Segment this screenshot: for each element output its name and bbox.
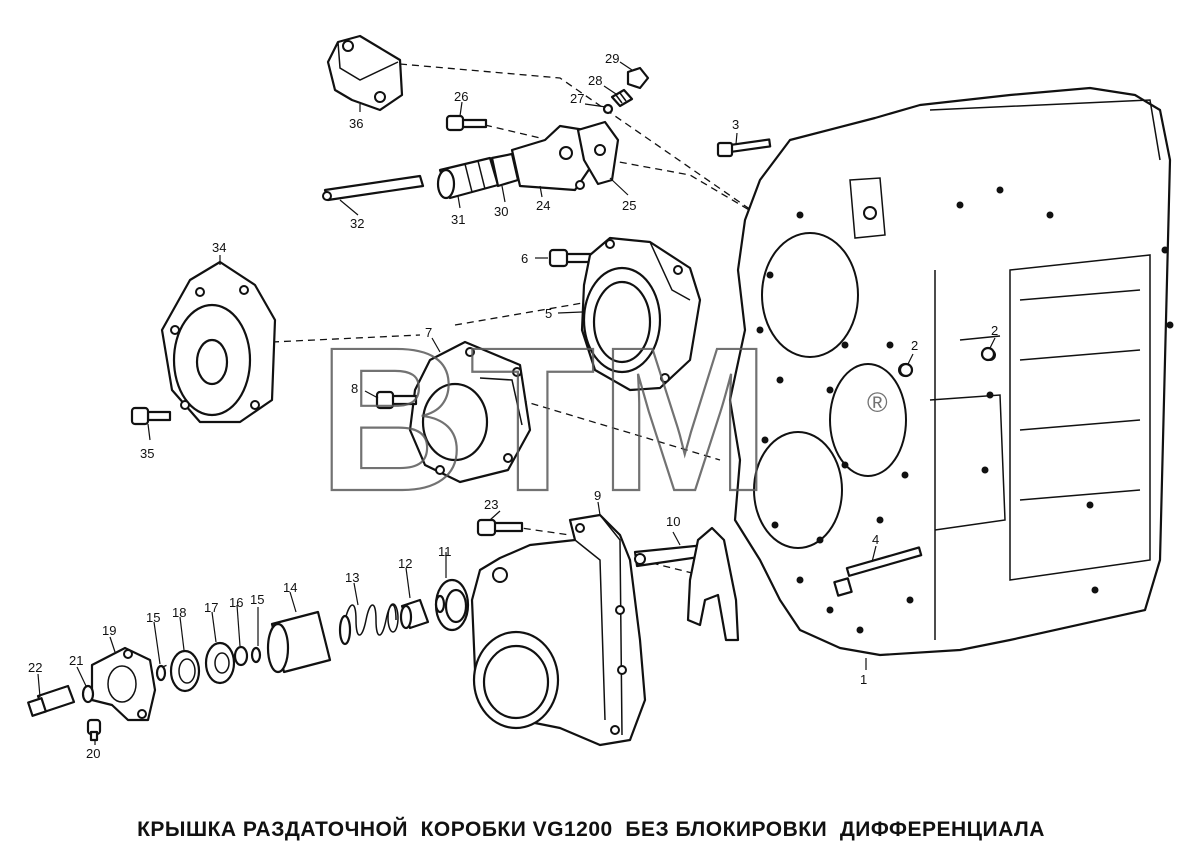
callout-17: 17 [204,600,218,615]
part-21-ring [81,684,95,704]
part-18-ring [169,649,201,693]
callout-2-left: 2 [911,338,918,353]
callout-15-right: 15 [250,592,264,607]
part-17-cap [204,641,236,685]
leader-lines [37,61,996,745]
callout-28: 28 [588,73,602,88]
callout-13: 13 [345,570,359,585]
diagram-caption: КРЫШКА РАЗДАТОЧНОЙ КОРОБКИ VG1200 БЕЗ БЛ… [137,818,1045,841]
part-22-sensor [27,684,76,717]
callout-numbers: 1 2 2 3 4 5 6 7 8 9 10 11 12 13 14 15 16… [28,51,998,761]
callout-24: 24 [536,198,550,213]
part-28-spring [610,88,634,108]
part-16-washer [233,645,249,667]
part-36-bracket [326,34,404,112]
watermark-letters: BTM [318,305,774,534]
part-9-shift-housing [470,513,647,747]
callout-11: 11 [438,544,452,559]
part-31-piston [436,156,500,200]
callout-3: 3 [732,117,739,132]
part-32-rod [322,174,425,202]
part-15-ring-right [250,646,262,664]
callout-19: 19 [102,623,116,638]
callout-31: 31 [451,212,465,227]
callout-4: 4 [872,532,879,547]
callout-15-left: 15 [146,610,160,625]
part-34-cover-plate [160,260,277,424]
part-19-end-cover [90,646,157,722]
part-15-ring-left [155,664,167,682]
part-7-cap-cover [408,340,532,484]
callout-16: 16 [229,595,243,610]
watermark-registered-mark: ® [867,387,888,418]
part-3-bolt [716,138,772,158]
callout-29: 29 [605,51,619,66]
part-29-plug [626,66,650,90]
callout-22: 22 [28,660,42,675]
part-26-screw [445,114,488,132]
callout-36: 36 [349,116,363,131]
callout-25: 25 [622,198,636,213]
part-14-bushing [266,610,332,674]
callout-6: 6 [521,251,528,266]
callout-5: 5 [545,306,552,321]
callout-1: 1 [860,672,867,687]
callout-18: 18 [172,605,186,620]
part-13-spring [338,603,399,646]
callout-26: 26 [454,89,468,104]
housing-bolt-holes [756,186,1174,634]
part-5-bearing-cover [580,236,702,392]
callout-27: 27 [570,91,584,106]
callout-35: 35 [140,446,154,461]
callout-20: 20 [86,746,100,761]
callout-34: 34 [212,240,226,255]
callout-32: 32 [350,216,364,231]
part-4-long-bolt [833,546,923,597]
part-27-ball [602,103,614,115]
part-2-plugs [898,346,996,378]
watermark: BTM ® [317,304,888,535]
callout-7: 7 [425,325,432,340]
part-12-sleeve [399,598,430,630]
callout-10: 10 [666,514,680,529]
part-8-bolt [375,390,418,410]
callout-9: 9 [594,488,601,503]
callout-14: 14 [283,580,297,595]
callout-21: 21 [69,653,83,668]
callout-23: 23 [484,497,498,512]
part-23-bolt [476,518,524,537]
part-20-screw [86,718,102,742]
callout-30: 30 [494,204,508,219]
callout-2-right: 2 [991,323,998,338]
part-35-screw [130,406,172,426]
callout-8: 8 [351,381,358,396]
part-10-shift-fork [633,526,740,642]
callout-12: 12 [398,556,412,571]
part-11-seal-ring [434,578,470,632]
part-1-housing [728,86,1174,657]
